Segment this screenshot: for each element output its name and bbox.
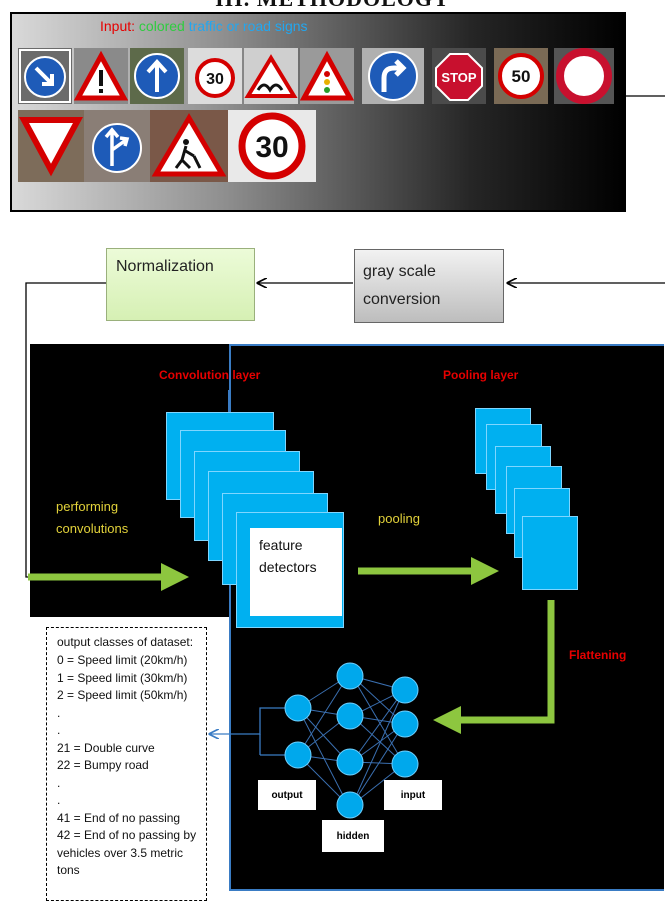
normalization-label: Normalization [116,258,214,275]
normalization-box [106,248,255,321]
performing-convolutions-label: performing convolutions [56,499,129,536]
speed-30-large-sign-icon: 30 [228,110,316,182]
output-class-line: . [57,705,61,720]
arrows-straight-right-sign-icon [84,110,150,182]
pool-feature-map [522,516,578,590]
input-panel: Input: colored traffic or road signs 30 … [10,12,626,212]
arrow-up-sign-icon [130,48,184,104]
output-class-line: . [57,793,61,807]
grayscale-label: gray scale conversion [363,263,441,308]
nn-to-classes-arrow [210,707,285,734]
nn-output-node [284,694,312,722]
nn-input-node [391,710,419,738]
output-class-line: 2 = Speed limit (50km/h) [57,688,188,702]
speed-50-sign-icon: 50 [494,48,548,104]
output-class-line: 1 = Speed limit (30km/h) [57,670,188,685]
stop-sign-icon: STOP [432,48,486,104]
warning-exclamation-sign-icon [74,48,128,104]
road-works-sign-icon [150,110,228,182]
output-class-line: 0 = Speed limit (20km/h) [57,653,188,667]
nn-hidden-node [336,748,364,776]
input-caption: Input: colored traffic or road signs [100,18,308,34]
stop-text: STOP [441,70,476,85]
output-class-line: 42 = End of no passing by vehicles over … [57,828,197,877]
output-class-line: . [57,775,61,790]
pooling-layer-label: Pooling layer [443,368,519,382]
norm-to-cnn-line [25,282,106,578]
pooling-label: pooling [378,511,420,526]
feature-detectors-box [250,528,342,616]
nn-input-label: input [384,780,442,810]
caption-colored: colored [135,18,185,34]
nn-output-label: output [258,780,316,810]
arrow-down-right-sign-icon [18,48,72,104]
output-class-line: . [57,723,61,737]
warning-traffic-light-sign-icon [300,48,354,104]
turn-right-sign-icon [362,48,424,104]
speed-30-sign-icon: 30 [188,48,242,104]
flattening-arrow [433,600,555,734]
nn-input-node [391,750,419,778]
output-classes-box [46,627,207,901]
nn-output-node [284,741,312,769]
convolution-layer-label: Convolution layer [159,368,261,382]
feature-detectors-label: feature detectors [259,537,317,575]
caption-signs: traffic or road signs [184,18,308,34]
sign-30-text: 30 [206,71,224,88]
nn-input-node [391,676,419,704]
output-classes-list: 0 = Speed limit (20km/h) 1 = Speed limit… [57,652,202,880]
output-classes-title: output classes of dataset: [57,635,194,649]
nn-hidden-node [336,702,364,730]
output-class-line: 41 = End of no passing [57,810,181,825]
nn-hidden-label: hidden [322,820,384,852]
nn-hidden-node [336,662,364,690]
no-vehicles-sign-icon [554,48,614,104]
section-heading: III. METHODOLOGY [0,0,665,12]
output-class-line: 22 = Bumpy road [57,758,149,772]
sign-30-large-text: 30 [255,131,288,164]
grayscale-box [354,249,504,323]
warning-bumps-sign-icon [244,48,298,104]
sign-50-text: 50 [512,67,531,86]
nn-hidden-node [336,791,364,819]
flattening-label: Flattening [569,648,627,662]
output-class-line: 21 = Double curve [57,740,155,755]
yield-sign-icon [18,110,84,182]
caption-input: Input: [100,18,136,34]
